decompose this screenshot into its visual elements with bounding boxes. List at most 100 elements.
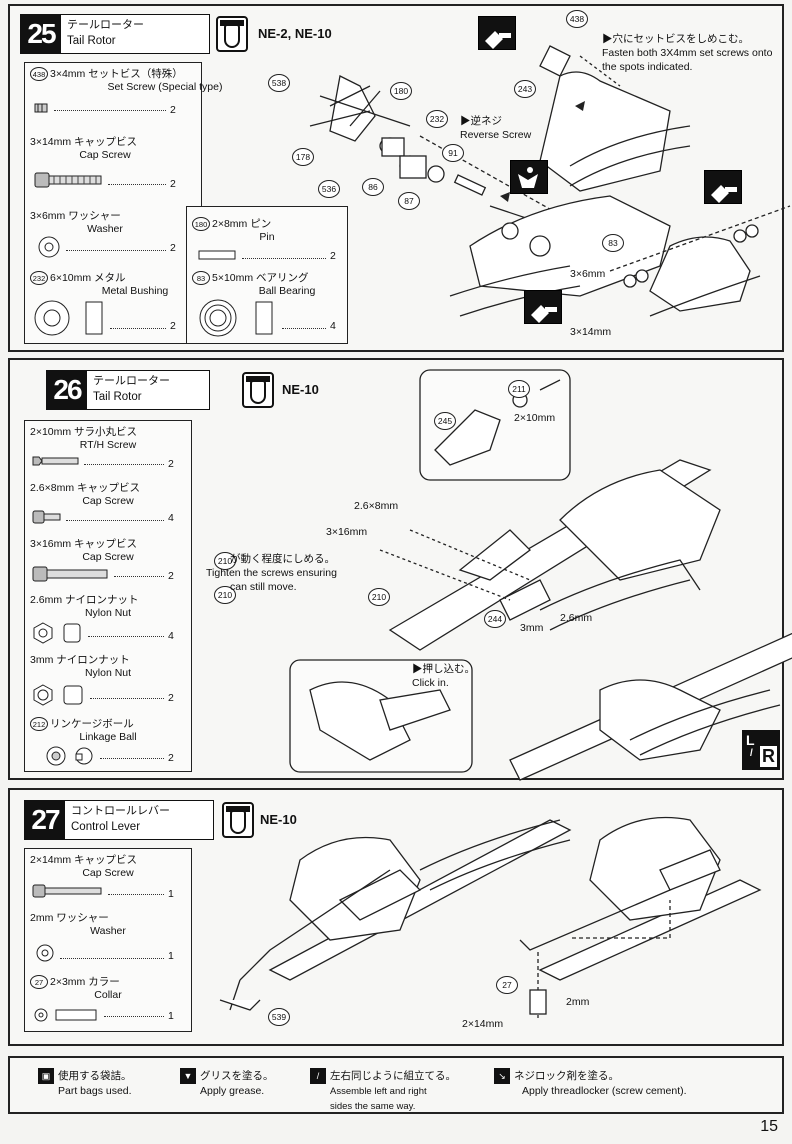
- note-en: Reverse Screw: [460, 129, 532, 141]
- part-name-en: Cap Screw: [79, 149, 131, 161]
- tail-rotor-exploded-diagram: [309, 45, 791, 317]
- parts-list: [24, 62, 202, 344]
- part-id: 232: [30, 271, 48, 286]
- part-name-jp: 3×14mm キャップビス: [30, 136, 138, 148]
- step-number: 25: [21, 15, 61, 53]
- washer-icon: [38, 236, 60, 258]
- part-name-jp: 2×8mm ピン: [212, 218, 272, 230]
- pin-icon: [198, 250, 236, 260]
- part-qty: 4: [330, 320, 336, 332]
- part-item: 2×14mm キャップビス Cap Screw: [30, 852, 186, 879]
- cap-screw-icon: [32, 566, 108, 582]
- legend-jp: 左右同じように組立てる。: [330, 1069, 456, 1082]
- bag-label: NE-10: [282, 382, 319, 397]
- note-jp: が動く程度にしめる。: [230, 553, 335, 565]
- part-name-jp: 3×6mm ワッシャー: [30, 210, 121, 222]
- step-number: 26: [47, 371, 87, 409]
- dim-3x6: 3×6mm: [570, 268, 606, 280]
- leader-dots: [90, 698, 164, 699]
- part-item: 2×10mm サラ小丸ビス RT/H Screw: [30, 424, 186, 451]
- leader-dots: [110, 328, 166, 329]
- part-name-jp: 2.6mm ナイロンナット: [30, 594, 139, 606]
- metal-bushing-icon: [34, 300, 103, 336]
- threadlocker-icon: [704, 170, 742, 204]
- leader-dots: [100, 758, 164, 759]
- part-name-jp: リンケージボール: [50, 718, 134, 730]
- part-qty: 2: [170, 242, 176, 254]
- part-name-jp: 5×10mm ベアリング: [212, 272, 309, 284]
- legend-en: Apply threadlocker (screw cement).: [522, 1085, 687, 1097]
- part-name-en: Washer: [90, 925, 126, 937]
- part-id: 212: [30, 717, 48, 732]
- legend-en: Part bags used.: [58, 1085, 132, 1097]
- callout-part-210: 210: [214, 586, 236, 604]
- leader-dots: [66, 250, 166, 251]
- note-reverse-screw: ▶逆ネジ Reverse Screw: [460, 114, 570, 142]
- part-name-jp: 2.6×8mm キャップビス: [30, 482, 140, 494]
- part-name-en: Metal Bushing: [101, 285, 169, 298]
- part-item: 3×16mm キャップビス Cap Screw: [30, 536, 186, 563]
- note-jp: ▶穴にセットビスをしめこむ。: [602, 33, 749, 45]
- part-name-en: Linkage Ball: [79, 731, 137, 744]
- parts-list: [24, 420, 192, 772]
- legend-threadlocker: ↘ネジロック剤を塗る。 Apply threadlocker (screw ce…: [494, 1068, 687, 1099]
- threadlocker-icon: [478, 16, 516, 50]
- part-name-en: RT/H Screw: [79, 439, 137, 451]
- part-qty: 2: [170, 104, 176, 116]
- part-name-en: Nylon Nut: [84, 667, 132, 679]
- linkage-ball-icon: [46, 746, 93, 766]
- callout-part-245: 245: [434, 412, 456, 430]
- ball-bearing-icon: [199, 299, 273, 337]
- part-name-jp: 3mm ナイロンナット: [30, 654, 130, 666]
- part-qty: 2: [168, 692, 174, 704]
- callout-part-83: 83: [602, 234, 624, 252]
- step-27-header: 27 コントロールレバー Control Lever: [24, 800, 214, 840]
- part-qty: 2: [330, 250, 336, 262]
- part-name-jp: 2×14mm キャップビス: [30, 854, 138, 866]
- grease-icon: ▼: [180, 1068, 196, 1084]
- note-set-screw: ▶穴にセットビスをしめこむ。 Fasten both 3X4mm set scr…: [602, 32, 782, 74]
- legend-en: Apply grease.: [200, 1085, 265, 1097]
- part-item: 3mm ナイロンナット Nylon Nut: [30, 652, 186, 679]
- part-item: 2mm ワッシャー Washer: [30, 910, 186, 937]
- part-qty: 2: [168, 752, 174, 764]
- part-id: 27: [30, 975, 48, 990]
- part-name-en: Collar: [94, 989, 122, 1002]
- dim-2x10: 2×10mm: [514, 412, 556, 424]
- part-name-en: Set Screw (Special type): [107, 81, 223, 94]
- dim-2x14: 2×14mm: [462, 1018, 504, 1030]
- callout-part-536: 536: [318, 180, 340, 198]
- part-name-en: Nylon Nut: [84, 607, 132, 619]
- step-27-section: 27 コントロールレバー Control Lever NE-10 2×14mm …: [8, 788, 784, 1046]
- dim-3mm: 3mm: [520, 622, 544, 634]
- part-name-jp: 3×4mm セットビス（特殊）: [50, 68, 183, 80]
- left-right-icon: /: [310, 1068, 326, 1084]
- leader-dots: [54, 110, 166, 111]
- part-qty: 2: [170, 178, 176, 190]
- page-number: 15: [760, 1118, 778, 1135]
- leader-dots: [104, 1016, 164, 1017]
- nylon-nut-icon: [33, 622, 81, 644]
- step-title-jp: コントロールレバー: [71, 805, 170, 817]
- callout-part-27: 27: [496, 976, 518, 994]
- leader-dots: [108, 184, 166, 185]
- callout-part-87: 87: [398, 192, 420, 210]
- legend-en: sides the same way.: [330, 1101, 416, 1112]
- symbol-legend: ▣使用する袋詰。 Part bags used. ▼グリスを塗る。 Apply …: [8, 1056, 784, 1114]
- part-name-jp: 2mm ワッシャー: [30, 912, 109, 924]
- note-jp: ▶逆ネジ: [460, 115, 502, 127]
- note-click-in: ▶押し込む。 Click in.: [412, 662, 512, 690]
- callout-part-178: 178: [292, 148, 314, 166]
- step-number: 27: [25, 801, 65, 839]
- part-bag-icon: [242, 372, 274, 408]
- callout-part-538: 538: [268, 74, 290, 92]
- dim-3x16: 3×16mm: [326, 526, 368, 538]
- legend-jp: グリスを塗る。: [200, 1069, 274, 1082]
- legend-jp: ネジロック剤を塗る。: [514, 1069, 619, 1082]
- step-title-jp: テールローター: [67, 19, 144, 31]
